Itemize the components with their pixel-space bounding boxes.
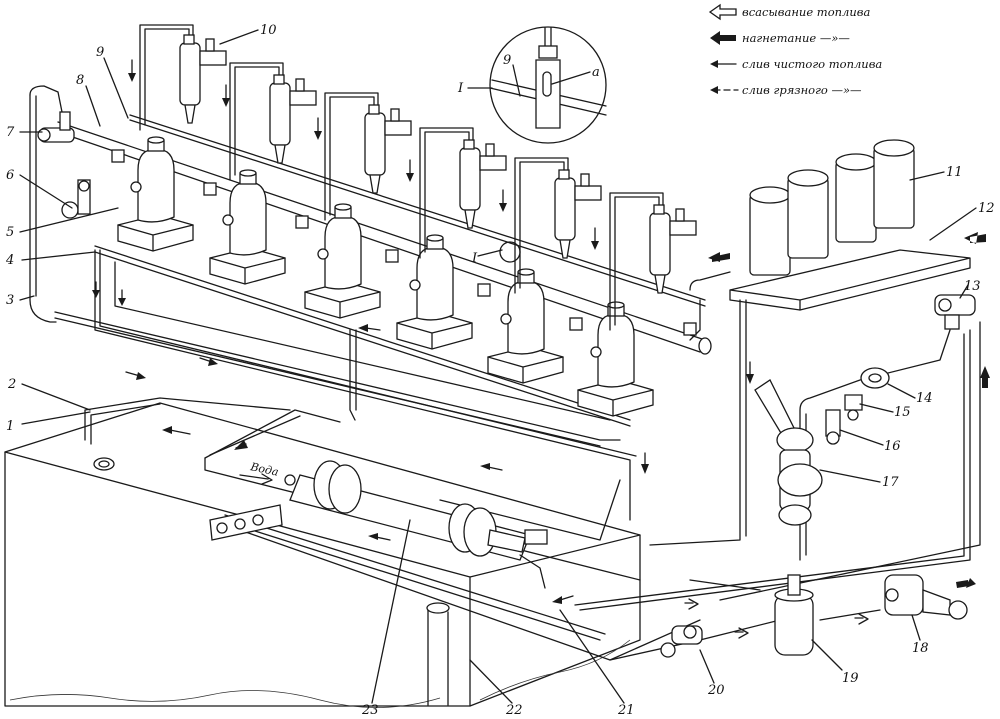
part-label: 2	[7, 377, 16, 392]
part-label: 11	[946, 165, 963, 180]
legend-item-clean-drain: слив чистого топлива	[710, 57, 882, 71]
rail-fittings	[111, 149, 697, 336]
valve-7	[37, 111, 75, 143]
part-label: 6	[6, 168, 14, 183]
pump-unit	[209, 169, 286, 285]
part-label: 3	[6, 293, 14, 308]
legend-item-pressure: нагнетание —»—	[710, 31, 850, 45]
filter-canister	[787, 169, 829, 259]
injection-pumps	[117, 136, 654, 417]
part-label: 1	[6, 419, 14, 434]
part-label: 23	[361, 703, 379, 718]
pump-unit	[304, 203, 381, 319]
valve-16	[825, 409, 841, 445]
part-labels: 1 2 3 4 5 6 7 8 9 10 11 12 13 14 15 16 1…	[5, 23, 995, 718]
injector	[419, 127, 507, 259]
leader-lines	[19, 29, 977, 704]
injectors-10	[139, 24, 697, 331]
legend-item-dirty-drain: слив грязного —»—	[710, 83, 862, 97]
pump-unit	[487, 268, 564, 384]
flow-arrows	[92, 59, 990, 639]
valve-6	[61, 179, 91, 219]
detail-letter-label: а	[592, 65, 600, 80]
water-arrow	[239, 473, 273, 485]
part-label: 8	[76, 73, 84, 88]
valve-15	[844, 394, 863, 421]
legend: всасывание топлива нагнетание —»— слив ч…	[708, 3, 882, 97]
part-label: 20	[707, 683, 725, 698]
detail-ref-I: I	[471, 251, 478, 266]
part-label: 18	[912, 641, 929, 656]
part-label: 10	[260, 23, 277, 38]
fuel-cooler-23	[284, 460, 548, 589]
detail-part-label: 9	[503, 53, 511, 68]
filter-canister	[873, 139, 915, 229]
legend-text: всасывание топлива	[742, 5, 870, 19]
pump-18	[884, 574, 968, 620]
drain-manifold	[209, 504, 283, 541]
part-label: 16	[884, 439, 901, 454]
hand-pump-17	[754, 379, 823, 526]
drain-pipe-22	[426, 602, 450, 706]
part-label: 13	[964, 279, 981, 294]
part-label: 7	[6, 125, 15, 140]
injector	[139, 24, 227, 131]
pump-unit	[577, 301, 654, 417]
part-label: 4	[5, 253, 14, 268]
filter-19	[774, 574, 814, 656]
filter-canister	[835, 153, 877, 243]
detail-marker-I: I	[457, 81, 464, 96]
valve-20	[660, 625, 703, 658]
hollow-arrow-icon	[708, 3, 737, 21]
valve-13	[934, 294, 976, 330]
injector	[514, 157, 602, 294]
part-label: 22	[505, 703, 523, 718]
legend-text: нагнетание —»—	[742, 31, 850, 45]
part-label: 12	[978, 201, 995, 216]
filter-bank-11	[729, 139, 971, 311]
detail-view-I	[467, 26, 607, 263]
injector	[324, 92, 412, 221]
injector	[609, 192, 697, 331]
filter-canister	[749, 186, 791, 276]
part-label: 14	[916, 391, 933, 406]
pump-unit	[117, 136, 194, 252]
part-label: 15	[894, 405, 911, 420]
fuel-tank	[4, 402, 641, 708]
part-label: 17	[882, 475, 899, 490]
water-label: Вода	[248, 460, 279, 479]
solid-arrow-icon	[710, 31, 736, 45]
pump-unit	[396, 234, 473, 350]
legend-text: слив чистого топлива	[742, 57, 882, 71]
legend-text: слив грязного —»—	[742, 83, 862, 97]
part-label: 19	[842, 671, 859, 686]
part-label: 9	[96, 45, 104, 60]
part-label: 5	[6, 225, 14, 240]
valve-14	[860, 367, 890, 389]
fuel-rail-8	[57, 114, 712, 427]
injector	[229, 62, 317, 181]
part-label: 21	[617, 703, 635, 718]
legend-item-suction: всасывание топлива	[708, 3, 870, 21]
